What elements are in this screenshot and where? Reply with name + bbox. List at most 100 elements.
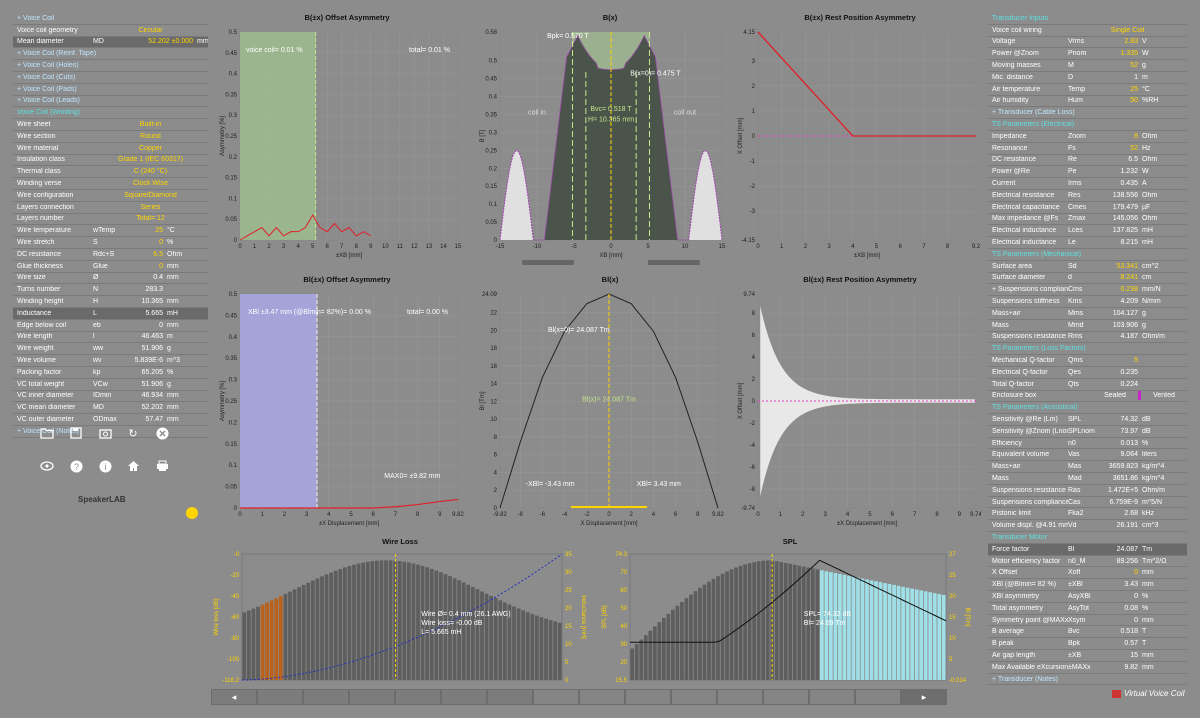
param-row[interactable]: + Voice Coil (Pads)	[13, 84, 208, 96]
info-icon[interactable]: i	[98, 459, 112, 473]
param-row[interactable]: + Voice Coil (Reinf. Tape)	[13, 48, 208, 61]
param-select-value[interactable]: Clock Wise	[132, 180, 168, 188]
param-select-value[interactable]: Total= 12	[136, 215, 165, 223]
param-name: Mass	[992, 321, 1009, 329]
param-row[interactable]: + Voice Coil (Leads)	[13, 96, 208, 108]
y-tick-label: 6	[752, 333, 756, 339]
param-select-value[interactable]: C (240 °C)	[133, 168, 168, 176]
tab-button[interactable]	[257, 689, 303, 705]
param-value[interactable]: 0	[159, 239, 163, 247]
param-value[interactable]: 52	[1130, 62, 1138, 70]
tab-button[interactable]	[533, 689, 579, 705]
param-value[interactable]: 6.5	[153, 250, 163, 258]
param-row[interactable]: + Transducer (Notes)	[988, 674, 1187, 686]
tab-button[interactable]	[717, 689, 763, 705]
home-icon[interactable]	[126, 459, 140, 473]
param-row[interactable]: + Voice Coil (Holes)	[13, 60, 208, 72]
param-select-value[interactable]: Built-in	[139, 121, 162, 129]
vented-option[interactable]: Vented	[1153, 392, 1175, 400]
folder-open-icon[interactable]	[40, 426, 54, 440]
tab-button[interactable]	[809, 689, 855, 705]
tab-button[interactable]	[441, 689, 487, 705]
param-value[interactable]: 5	[1134, 357, 1138, 364]
param-value[interactable]: 2.83	[1124, 38, 1138, 46]
param-value[interactable]: 0.238	[1120, 286, 1138, 294]
x-tick-label: 0	[607, 512, 611, 518]
param-value[interactable]: 0	[1134, 569, 1138, 577]
param-row: TS Parameters (Acoustical)	[988, 402, 1187, 415]
param-select-value[interactable]: Copper	[139, 144, 162, 152]
tab-button[interactable]	[855, 689, 901, 705]
x-tick-label: 6	[899, 244, 903, 250]
tab-button[interactable]	[579, 689, 625, 705]
param-row[interactable]: + Voice Coil (Cuts)	[13, 72, 208, 84]
param-select-value[interactable]: Grade 1 (IEC 60317)	[118, 156, 183, 164]
param-row[interactable]: + Voice Coil	[13, 13, 208, 25]
print-icon[interactable]	[155, 459, 169, 473]
param-value[interactable]: 50	[1130, 97, 1138, 105]
param-value[interactable]: 52	[1130, 144, 1138, 152]
tab-button[interactable]	[625, 689, 671, 705]
tab-button[interactable]	[487, 689, 533, 705]
close-icon[interactable]	[155, 426, 169, 440]
param-select-value[interactable]: Round	[140, 132, 161, 140]
param-value[interactable]: 53.341	[1116, 262, 1138, 270]
param-value[interactable]: 25	[1130, 85, 1138, 93]
refresh-icon[interactable]: ↻	[128, 427, 138, 440]
tab-button[interactable]	[763, 689, 809, 705]
tab-button[interactable]: ◂	[211, 689, 257, 705]
param-value[interactable]: 8	[1134, 132, 1138, 140]
param-select-value[interactable]: Single Coil	[1110, 26, 1145, 34]
param-value[interactable]: 25	[155, 227, 163, 235]
param-row[interactable]: + Transducer (Cable Loss)	[988, 107, 1187, 120]
help-icon[interactable]: ?	[69, 459, 83, 473]
param-value[interactable]: 8.241	[1120, 274, 1138, 282]
tab-button[interactable]	[349, 689, 395, 705]
tab-button[interactable]	[671, 689, 717, 705]
param-value: 283.3	[145, 286, 163, 294]
annotation: H= 10.365 mm	[588, 117, 634, 124]
tab-button[interactable]	[395, 689, 441, 705]
save-icon[interactable]	[69, 426, 83, 440]
tab-button[interactable]	[303, 689, 349, 705]
param-value[interactable]: 1.335	[1120, 50, 1138, 58]
param-select-value[interactable]: Series	[140, 203, 161, 211]
sealed-option[interactable]: Sealed	[1104, 392, 1126, 400]
param-select-value[interactable]: Circular	[138, 26, 163, 34]
param-value[interactable]: 0	[159, 262, 163, 270]
tab-button[interactable]: ▸	[901, 689, 947, 705]
y2-axis-label: Inductance [mH]	[580, 595, 586, 639]
camera-icon[interactable]	[98, 426, 112, 440]
view-icon[interactable]	[40, 459, 54, 473]
param-select-value[interactable]: Square/Diamond	[124, 191, 177, 199]
x-tick-label: 1	[779, 512, 783, 518]
